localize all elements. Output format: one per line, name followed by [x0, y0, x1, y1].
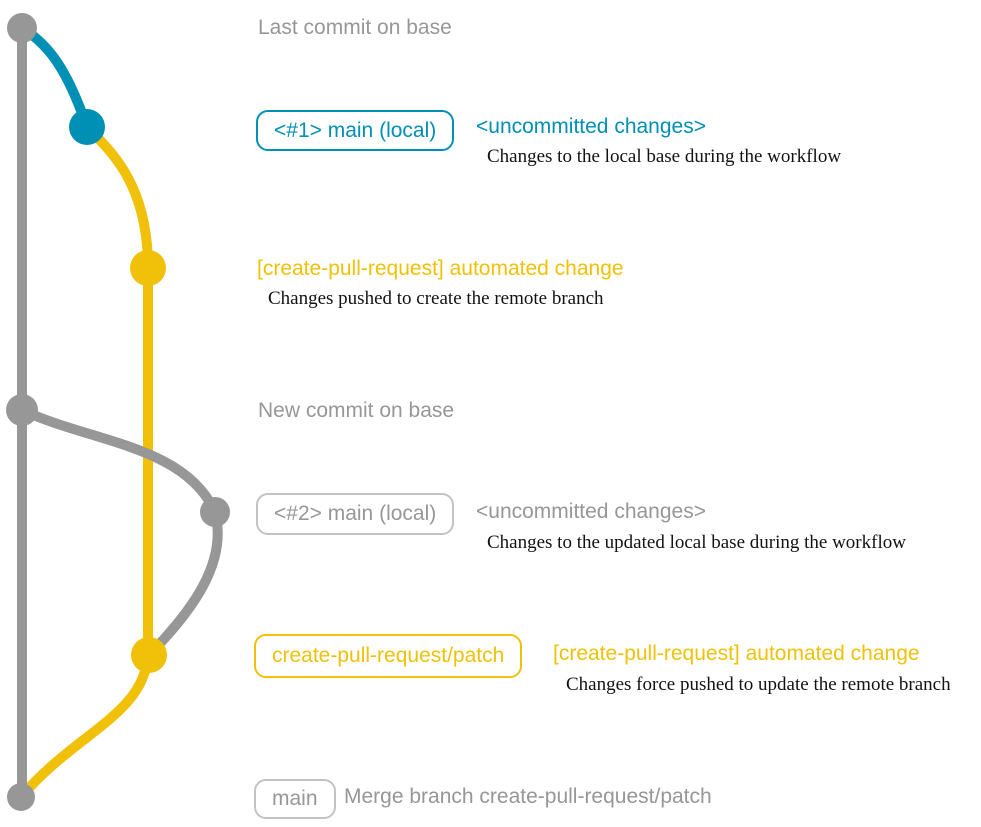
commit-dot-new-base: [6, 394, 38, 426]
commit-dot-local-main-2: [200, 497, 230, 527]
note-force-pushed-update-remote: Changes force pushed to update the remot…: [566, 674, 951, 695]
commit-dot-patch-2: [131, 637, 167, 673]
branch-tag-create-pull-request-patch: create-pull-request/patch: [254, 634, 523, 678]
commit-dot-last-base: [7, 13, 37, 43]
label-automated-change-1: [create-pull-request] automated change: [257, 257, 624, 280]
label-new-commit-on-base: New commit on base: [258, 399, 455, 422]
local-main-2-branch-line: [17, 405, 223, 660]
branch-tag-main-local-2: <#2> main (local): [256, 493, 455, 535]
commit-dot-patch-1: [130, 250, 166, 286]
label-uncommitted-changes-2: <uncommitted changes>: [476, 500, 706, 523]
label-last-commit-on-base: Last commit on base: [258, 16, 452, 39]
label-automated-change-2: [create-pull-request] automated change: [553, 642, 920, 665]
branch-tag-main: main: [254, 779, 336, 819]
patch-branch-line: [16, 122, 153, 802]
note-local-base-changes: Changes to the local base during the wor…: [487, 146, 842, 167]
label-merge-branch: Merge branch create-pull-request/patch: [344, 785, 712, 808]
label-uncommitted-changes-1: <uncommitted changes>: [476, 115, 706, 138]
note-pushed-create-remote: Changes pushed to create the remote bran…: [268, 288, 604, 309]
note-updated-local-base-changes: Changes to the updated local base during…: [487, 532, 906, 553]
commit-dot-merge: [7, 783, 35, 811]
commit-dot-local-main-1: [69, 109, 105, 145]
branch-tag-main-local-1: <#1> main (local): [256, 110, 455, 151]
